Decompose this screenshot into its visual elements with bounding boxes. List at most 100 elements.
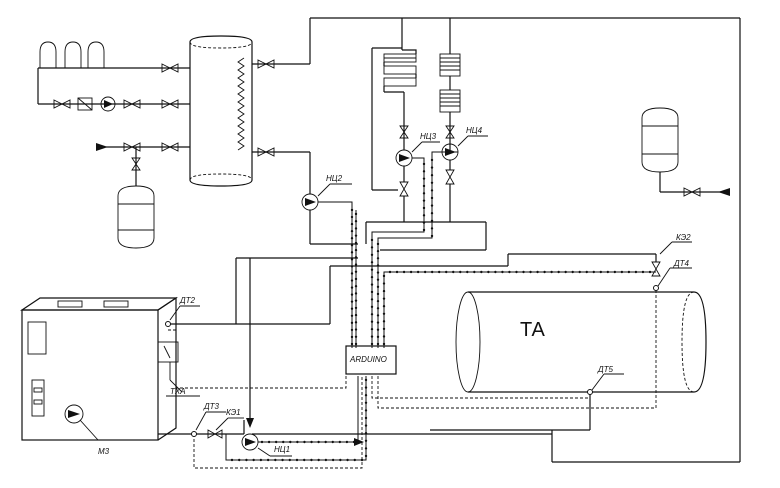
cable-dot xyxy=(350,335,354,339)
cable-dot xyxy=(376,307,380,310)
cable-dot xyxy=(501,270,504,274)
cable-dot xyxy=(585,270,588,274)
arrow-nc1-signal xyxy=(354,438,364,446)
valve-row-68 xyxy=(161,63,179,73)
cable-dot xyxy=(364,401,368,404)
cable-dot xyxy=(564,270,567,274)
cable-dot xyxy=(376,299,380,303)
cable-dot xyxy=(430,219,434,222)
cable-dot xyxy=(354,285,358,288)
cable-dot xyxy=(473,270,476,274)
cable-dot xyxy=(281,458,284,462)
cable-dot xyxy=(370,342,374,346)
cable-dot xyxy=(364,424,368,427)
label-nc4: НЦ4 xyxy=(466,126,483,135)
cable-dot xyxy=(267,440,271,444)
sensor-dt4: ДТ4 xyxy=(653,259,692,408)
buffer-outlet-bottom xyxy=(252,147,358,245)
cable-dot xyxy=(422,162,426,166)
cable-dot xyxy=(430,204,434,207)
label-txa: ТХА xyxy=(170,387,186,396)
cable-dot xyxy=(350,208,354,212)
pump-nc3: НЦ3 xyxy=(395,132,440,167)
label-dt2: ДТ2 xyxy=(179,296,196,305)
cable-dot xyxy=(422,206,426,210)
cable-dot xyxy=(515,270,518,274)
cable-dot xyxy=(382,342,386,346)
cable-dot xyxy=(354,277,358,281)
cable-dot xyxy=(578,270,581,274)
cable-dot xyxy=(550,270,553,274)
cable-dot xyxy=(354,220,358,223)
valve-ke2: КЭ2 xyxy=(651,233,692,277)
cable-dot xyxy=(382,335,386,338)
cable-dot xyxy=(266,458,270,462)
cable-dot xyxy=(370,335,374,338)
signal-cable-nc2 xyxy=(318,201,357,348)
valve-nc4-top xyxy=(445,125,455,139)
cable-dot xyxy=(370,261,374,264)
cable-dot xyxy=(303,458,306,462)
cable-dot xyxy=(245,458,248,462)
cable-dot xyxy=(382,305,386,308)
cable-dot xyxy=(296,440,299,444)
cable-dot xyxy=(230,458,234,462)
cable-dot xyxy=(370,320,374,323)
cable-dot xyxy=(350,237,354,240)
cable-dot xyxy=(370,268,374,271)
cable-dot xyxy=(430,158,434,162)
cable-dot xyxy=(350,286,354,289)
cable-dot xyxy=(350,321,354,325)
cable-dot xyxy=(370,305,374,309)
cable-dot xyxy=(648,270,652,274)
cable-dot xyxy=(370,313,374,316)
label-ke1: КЭ1 xyxy=(226,408,241,417)
cable-dot xyxy=(364,447,368,450)
cable-dot xyxy=(466,270,469,274)
label-ke2: КЭ2 xyxy=(676,233,691,242)
cable-dot xyxy=(350,328,354,332)
cable-dot xyxy=(370,290,374,294)
cable-dot xyxy=(634,270,638,274)
cable-dot xyxy=(376,257,380,260)
sensor-dashed-lines xyxy=(168,329,656,469)
cable-dot xyxy=(354,263,358,266)
cable-dot xyxy=(346,458,349,462)
cable-dot xyxy=(354,313,358,317)
cable-dot xyxy=(422,214,426,217)
cable-dot xyxy=(376,335,380,339)
cable-dot xyxy=(422,177,426,180)
cable-dot xyxy=(430,270,434,274)
buffer-outlet-top xyxy=(252,17,741,463)
cable-dot xyxy=(508,270,511,274)
radiator-coil-right xyxy=(439,18,461,150)
cable-dot xyxy=(437,270,441,274)
cable-dot xyxy=(430,212,434,215)
radiator-coil-left xyxy=(371,18,417,191)
cable-dot xyxy=(354,234,358,237)
cable-dot xyxy=(364,432,368,435)
cable-dot xyxy=(350,244,354,247)
cable-dot xyxy=(364,378,368,382)
cable-dot xyxy=(382,320,386,323)
cable-dot xyxy=(350,215,354,219)
cable-dot xyxy=(331,458,335,462)
cable-dot xyxy=(354,299,358,302)
radiator-group xyxy=(38,41,190,69)
label-m3: М3 xyxy=(98,447,110,456)
cable-dot xyxy=(376,292,380,296)
cable-dot xyxy=(422,184,426,188)
cable-dot xyxy=(354,227,358,230)
valve-row-104 xyxy=(53,99,179,109)
cable-dot xyxy=(376,285,380,289)
expansion-tank-left xyxy=(117,185,155,249)
cable-dot xyxy=(370,238,374,242)
cable-dot xyxy=(324,458,328,462)
cable-dot xyxy=(416,270,420,274)
arrow-to-nc1 xyxy=(246,418,254,428)
cable-dot xyxy=(376,314,380,317)
cable-dot xyxy=(613,270,617,274)
cable-dot xyxy=(376,342,380,346)
cable-dot xyxy=(350,307,354,310)
cable-dot xyxy=(274,440,278,444)
